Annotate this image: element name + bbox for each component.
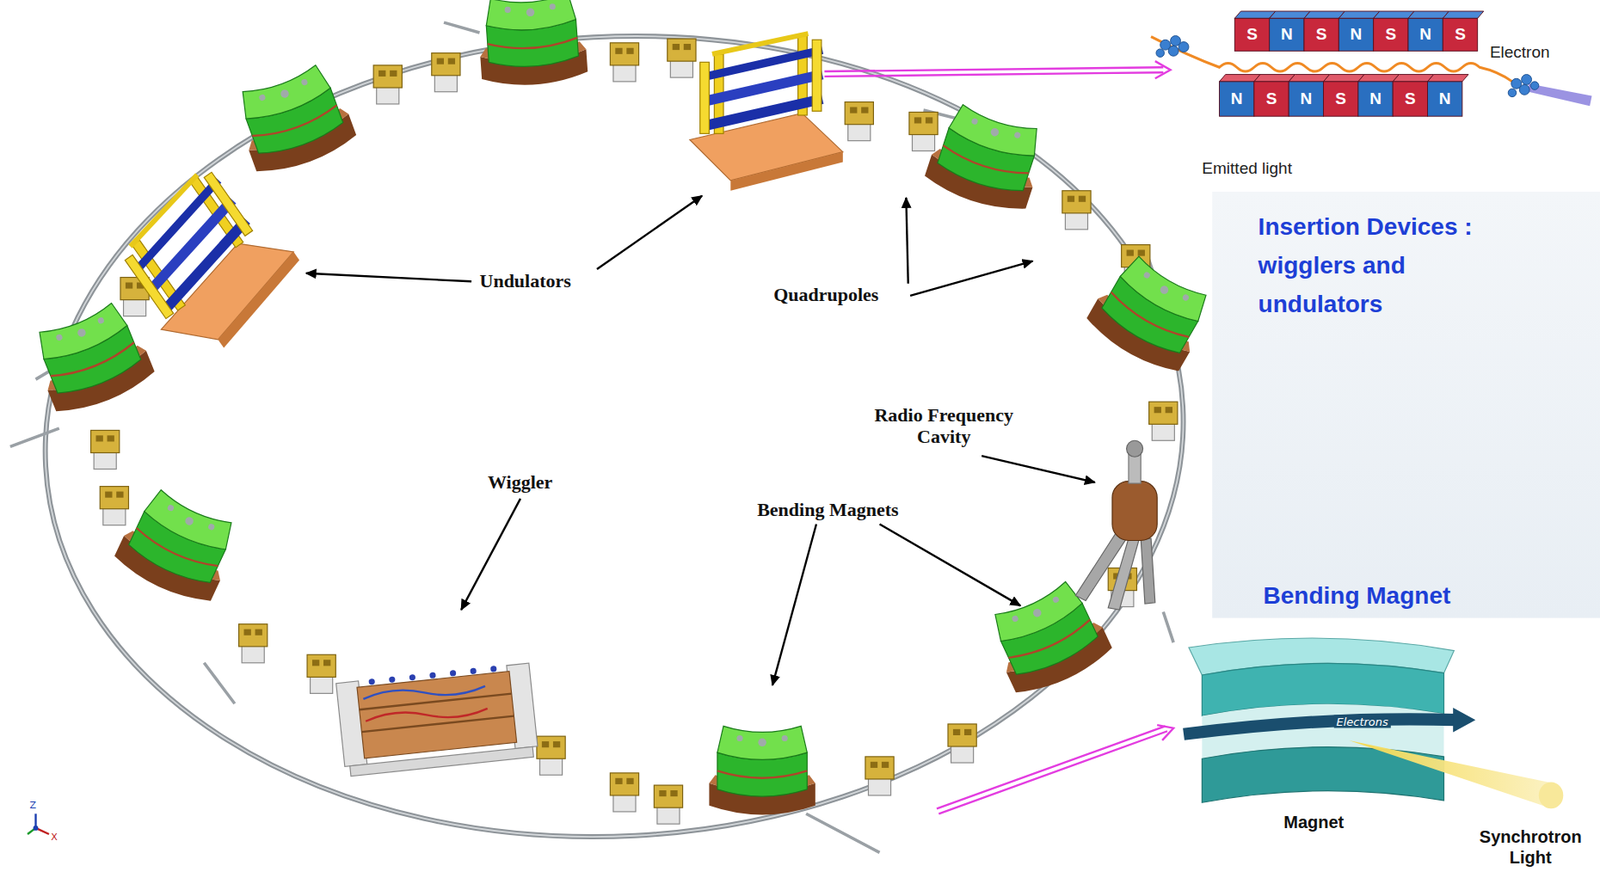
section-heading: Insertion Devices : wigglers and undulat… bbox=[1258, 207, 1509, 324]
pole-letter: N bbox=[1419, 24, 1432, 44]
beam-label: Electrons bbox=[1333, 714, 1391, 728]
axis-label: X bbox=[50, 831, 58, 844]
inset-label: Magnet bbox=[1283, 812, 1344, 833]
section-heading: Bending Magnet bbox=[1263, 576, 1452, 616]
pole-letter: N bbox=[1299, 89, 1312, 109]
part-name: Bending Magnets bbox=[756, 498, 899, 522]
pole-letter: S bbox=[1246, 24, 1258, 44]
pole-letter: N bbox=[1350, 24, 1363, 44]
inset-label: Synchrotron Light bbox=[1466, 826, 1595, 868]
part-name: Wiggler bbox=[487, 471, 553, 494]
pole-letter: S bbox=[1384, 24, 1397, 44]
pole-letter: N bbox=[1230, 89, 1244, 109]
pole-letter: N bbox=[1369, 89, 1382, 109]
part-name: Undulators bbox=[480, 270, 572, 293]
part-name: Quadrupoles bbox=[773, 283, 879, 307]
pole-letter: S bbox=[1335, 89, 1347, 109]
pole-letter: N bbox=[1280, 24, 1293, 44]
inset-label: Electron bbox=[1489, 43, 1551, 62]
inset-label: Emitted light bbox=[1201, 159, 1293, 179]
part-name: Radio Frequency Cavity bbox=[851, 404, 1036, 449]
pole-letter: N bbox=[1439, 89, 1452, 109]
axis-label: Z bbox=[29, 800, 37, 812]
pole-letter: S bbox=[1454, 24, 1466, 44]
pole-letter: S bbox=[1316, 24, 1328, 44]
pole-letter: S bbox=[1266, 89, 1278, 109]
pole-letter: S bbox=[1404, 89, 1416, 109]
